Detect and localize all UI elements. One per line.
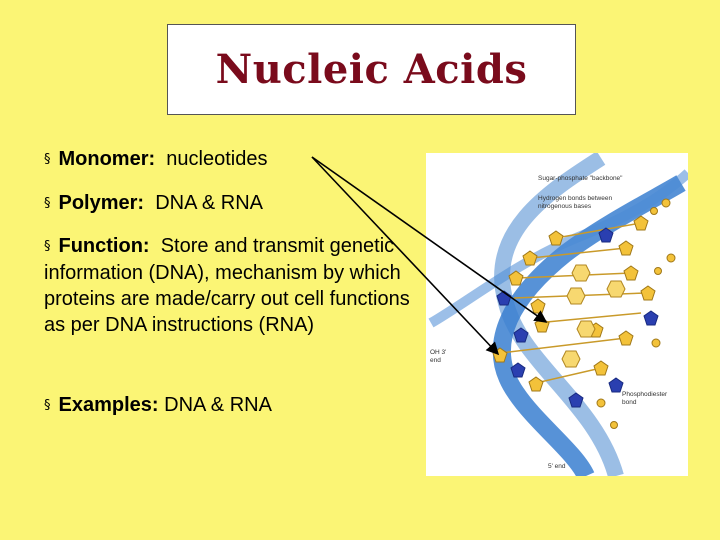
bullet-marker: §	[44, 398, 51, 413]
dna-figure: Sugar-phosphate "backbone" Hydrogen bond…	[426, 153, 688, 476]
bullet-marker: §	[44, 152, 51, 167]
hydrogen-bonds-label: Hydrogen bonds between nitrogenous bases	[538, 195, 613, 210]
slide-title: Nucleic Acids	[215, 46, 528, 93]
bullet-term: Examples:	[58, 394, 159, 416]
bullet-function: §Function: Store and transmit genetic in…	[44, 233, 424, 338]
bullet-term: Polymer:	[58, 192, 145, 214]
phosphodiester-label: Phosphodiester bond	[622, 391, 668, 406]
bullet-marker: §	[44, 196, 51, 211]
bullet-term: Monomer:	[58, 148, 156, 170]
bullet-text: nucleotides	[166, 148, 268, 170]
title-box: Nucleic Acids	[167, 24, 576, 115]
bullet-text: DNA & RNA	[155, 192, 264, 214]
backbone-label: Sugar-phosphate "backbone"	[538, 175, 623, 182]
bullet-examples: § Examples: DNA & RNA	[44, 392, 424, 419]
oh-end-label: OH 3' end	[430, 349, 447, 364]
bullet-monomer: § Monomer: nucleotides	[44, 146, 424, 173]
five-end-label: 5' end	[548, 463, 566, 470]
bullet-polymer: § Polymer: DNA & RNA	[44, 190, 424, 217]
bullet-marker: §	[44, 239, 51, 254]
bullet-term: Function:	[58, 235, 150, 257]
bullet-text: DNA & RNA	[164, 394, 272, 416]
